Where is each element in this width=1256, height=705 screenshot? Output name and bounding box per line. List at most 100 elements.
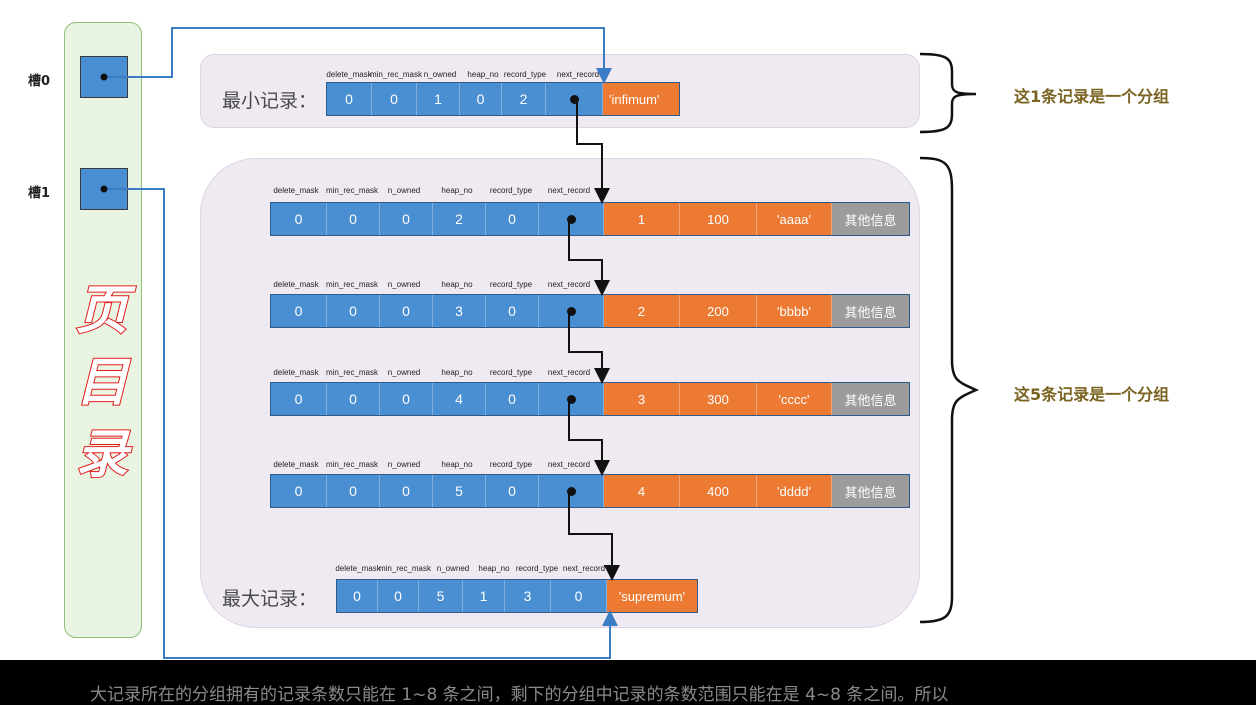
record-cell: 0 bbox=[271, 295, 327, 327]
header-heap-no: heap_no bbox=[441, 368, 473, 377]
min-record-next-pointer bbox=[546, 83, 603, 115]
header-min-rec-mask: min_rec_mask bbox=[369, 70, 423, 79]
header-min-rec-mask: min_rec_mask bbox=[325, 460, 379, 469]
header-delete-mask: delete_mask bbox=[326, 70, 372, 79]
slot-0-dot bbox=[100, 73, 108, 81]
record-cell: 0 bbox=[327, 203, 380, 235]
header-n-owned: n_owned bbox=[387, 280, 421, 289]
slot-0-label: 槽0 bbox=[28, 74, 51, 89]
min-record-label: 最小记录： bbox=[222, 90, 318, 112]
slot-1-pointer bbox=[104, 188, 618, 659]
slot-1-dot bbox=[100, 185, 108, 193]
max-record-cell: 0 bbox=[337, 580, 378, 612]
header-heap-no: heap_no bbox=[441, 186, 473, 195]
record-data-cell: 'dddd' bbox=[757, 475, 832, 507]
header-heap-no: heap_no bbox=[441, 460, 473, 469]
header-n-owned: n_owned bbox=[387, 368, 421, 377]
page-directory-char-2: 目 bbox=[75, 351, 129, 414]
record-next-pointer bbox=[539, 203, 604, 235]
record-cell: 0 bbox=[486, 295, 539, 327]
header-n-owned: n_owned bbox=[436, 564, 470, 573]
header-min-rec-mask: min_rec_mask bbox=[325, 368, 379, 377]
chain-rec4-to-max bbox=[568, 491, 620, 581]
record-cell: 0 bbox=[327, 295, 380, 327]
header-record-type: record_type bbox=[515, 564, 559, 573]
chain-rec1-to-rec2 bbox=[568, 219, 610, 296]
record-cell: 3 bbox=[433, 295, 486, 327]
record-3-row: 0 0 0 4 0 3 300 'cccc' 其他信息 bbox=[270, 382, 910, 416]
max-record-cell: 0 bbox=[551, 580, 607, 612]
record-cell: 5 bbox=[433, 475, 486, 507]
header-min-rec-mask: min_rec_mask bbox=[325, 186, 379, 195]
record-data-cell: 100 bbox=[680, 203, 757, 235]
pointer-dot bbox=[566, 486, 576, 496]
record-data-cell: 'aaaa' bbox=[757, 203, 832, 235]
record-cell: 0 bbox=[486, 383, 539, 415]
brace-group-2 bbox=[919, 156, 980, 624]
record-cell: 2 bbox=[433, 203, 486, 235]
pointer-dot bbox=[569, 94, 579, 104]
record-data-cell: 2 bbox=[604, 295, 680, 327]
header-next-record: next_record bbox=[562, 564, 606, 573]
record-cell: 0 bbox=[486, 475, 539, 507]
slot-0-pointer bbox=[104, 27, 612, 84]
pointer-dot bbox=[566, 394, 576, 404]
record-data-cell: 1 bbox=[604, 203, 680, 235]
slot-1-label: 槽1 bbox=[28, 186, 51, 201]
record-cell: 0 bbox=[380, 475, 433, 507]
record-cell: 0 bbox=[380, 203, 433, 235]
record-cell: 0 bbox=[271, 475, 327, 507]
page-directory-char-3: 录 bbox=[75, 423, 129, 486]
record-data-cell: 300 bbox=[680, 383, 757, 415]
record-cell: 0 bbox=[271, 203, 327, 235]
max-record-label: 最大记录： bbox=[222, 588, 318, 610]
group-1-note: 这1条记录是一个分组 bbox=[1014, 87, 1170, 106]
max-record-cell: 5 bbox=[419, 580, 463, 612]
record-4-row: 0 0 0 5 0 4 400 'dddd' 其他信息 bbox=[270, 474, 910, 508]
record-next-pointer bbox=[539, 383, 604, 415]
record-data-cell: 'cccc' bbox=[757, 383, 832, 415]
min-record-cell: 2 bbox=[502, 83, 546, 115]
record-cell: 4 bbox=[433, 383, 486, 415]
header-heap-no: heap_no bbox=[467, 70, 499, 79]
header-n-owned: n_owned bbox=[423, 70, 457, 79]
record-other-info: 其他信息 bbox=[832, 203, 909, 235]
header-next-record: next_record bbox=[547, 368, 591, 377]
record-data-cell: 200 bbox=[680, 295, 757, 327]
min-record-cell: 1 bbox=[417, 83, 460, 115]
header-n-owned: n_owned bbox=[387, 460, 421, 469]
page-directory bbox=[64, 22, 142, 638]
header-record-type: record_type bbox=[489, 460, 533, 469]
record-other-info: 其他信息 bbox=[832, 475, 909, 507]
max-record-cell: 1 bbox=[463, 580, 505, 612]
diagram-canvas: 槽0 槽1 页 目 录 最小记录： delete_mask min_rec_ma… bbox=[0, 0, 1256, 660]
header-record-type: record_type bbox=[503, 70, 547, 79]
page-directory-char-1: 页 bbox=[75, 279, 129, 342]
chain-rec3-to-rec4 bbox=[568, 399, 610, 476]
header-record-type: record_type bbox=[489, 280, 533, 289]
max-record-row: 0 0 5 1 3 0 'supremum' bbox=[336, 579, 698, 613]
record-1-row: 0 0 0 2 0 1 100 'aaaa' 其他信息 bbox=[270, 202, 910, 236]
header-next-record: next_record bbox=[547, 186, 591, 195]
subtitle-caption: 大记录所在的分组拥有的记录条数只能在 1~8 条之间，剩下的分组中记录的条数范围… bbox=[90, 685, 949, 705]
record-data-cell: 400 bbox=[680, 475, 757, 507]
connector-lines bbox=[100, 27, 620, 659]
max-record-data: 'supremum' bbox=[607, 580, 697, 612]
header-next-record: next_record bbox=[547, 460, 591, 469]
min-record-data: 'infimum' bbox=[603, 83, 679, 115]
min-record-cell: 0 bbox=[327, 83, 372, 115]
header-delete-mask: delete_mask bbox=[273, 368, 319, 377]
record-2-row: 0 0 0 3 0 2 200 'bbbb' 其他信息 bbox=[270, 294, 910, 328]
header-delete-mask: delete_mask bbox=[273, 186, 319, 195]
header-record-type: record_type bbox=[489, 368, 533, 377]
chain-rec2-to-rec3 bbox=[568, 311, 610, 384]
record-data-cell: 3 bbox=[604, 383, 680, 415]
record-cell: 0 bbox=[327, 475, 380, 507]
brace-group-1 bbox=[919, 52, 977, 134]
header-delete-mask: delete_mask bbox=[273, 460, 319, 469]
header-next-record: next_record bbox=[556, 70, 600, 79]
record-cell: 0 bbox=[486, 203, 539, 235]
max-record-cell: 3 bbox=[505, 580, 551, 612]
min-record-cell: 0 bbox=[460, 83, 502, 115]
header-heap-no: heap_no bbox=[441, 280, 473, 289]
